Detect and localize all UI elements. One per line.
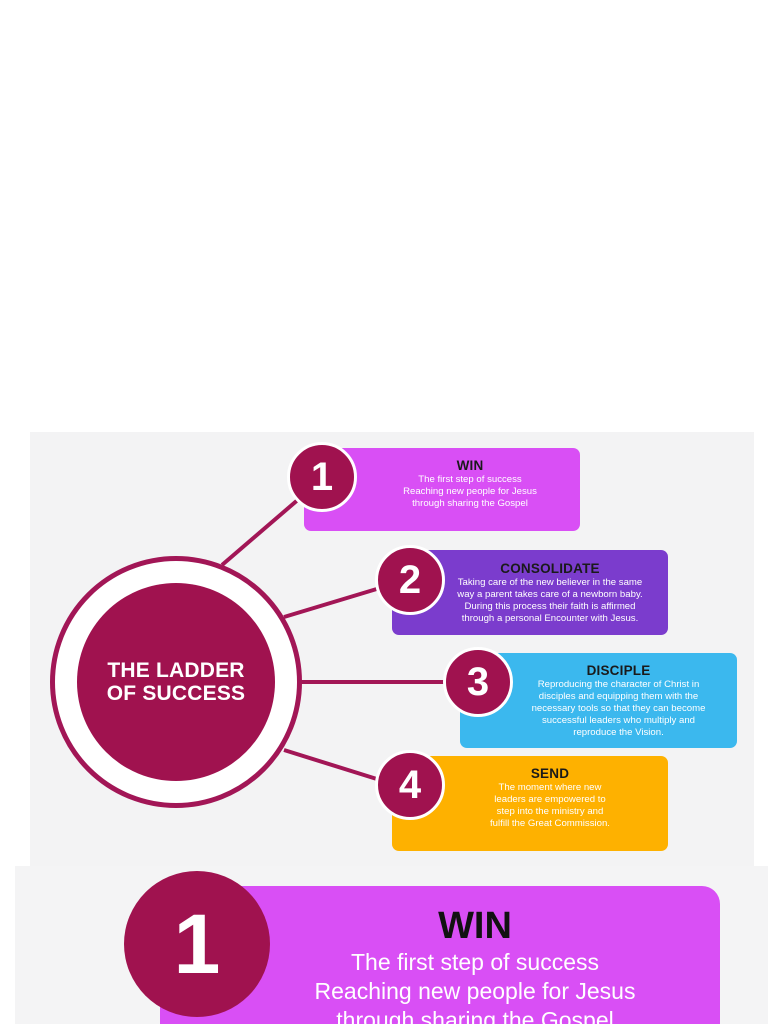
zoom-text-line: The first step of success — [351, 949, 599, 975]
step-text-line: step into the ministry and — [496, 806, 604, 817]
step-text-line: through sharing the Gospel — [412, 498, 528, 509]
step-title: CONSOLIDATE — [500, 561, 600, 576]
step-text-line: reproduce the Vision. — [573, 727, 664, 738]
connector-consolidate — [283, 586, 381, 619]
connector-send — [283, 748, 381, 782]
step-text-line: through a personal Encounter with Jesus. — [461, 613, 639, 624]
hub-circle: THE LADDER OF SUCCESS — [77, 583, 275, 781]
step-text-line: fulfill the Great Commission. — [490, 818, 610, 829]
step-number-badge: 2 — [375, 545, 445, 615]
step-number-badge: 1 — [287, 442, 357, 512]
step-title: DISCIPLE — [586, 663, 651, 678]
step-title: WIN — [456, 458, 484, 473]
step-text-line: successful leaders who multiply and — [541, 715, 696, 726]
step-text-line: Reproducing the character of Christ in — [537, 679, 700, 690]
step-title: SEND — [530, 766, 570, 781]
step-text-line: During this process their faith is affir… — [464, 601, 636, 612]
step-text-line: Reaching new people for Jesus — [403, 486, 537, 497]
zoom-title: WIN — [438, 905, 512, 947]
step-text-line: way a parent takes care of a newborn bab… — [457, 589, 643, 600]
step-text-line: necessary tools so that they can become — [531, 703, 706, 714]
step-text-line: The first step of success — [418, 474, 522, 485]
zoom-text-line: through sharing the Gospel — [336, 1007, 614, 1024]
connector-win — [220, 496, 302, 567]
step-number-badge: 3 — [443, 647, 513, 717]
zoom-number-badge: 1 — [124, 871, 270, 1017]
zoom-text-line: Reaching new people for Jesus — [314, 978, 636, 1004]
step-text-line: The moment where new — [498, 782, 602, 793]
step-number-badge: 4 — [375, 750, 445, 820]
step-text-line: Taking care of the new believer in the s… — [457, 577, 643, 588]
step-text-line: leaders are empowered to — [494, 794, 606, 805]
hub-title: THE LADDER OF SUCCESS — [106, 659, 246, 705]
step-text-line: disciples and equipping them with the — [538, 691, 699, 702]
